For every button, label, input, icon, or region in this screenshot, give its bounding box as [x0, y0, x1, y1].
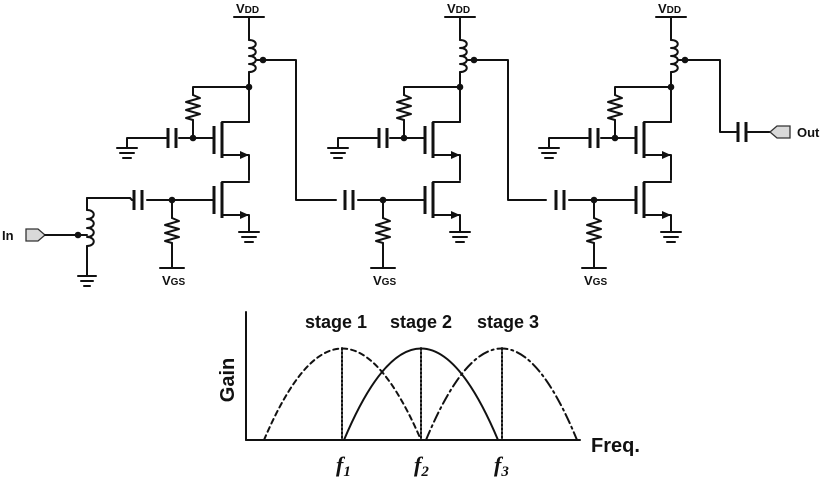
gate-bias-resistor-icon [164, 217, 180, 244]
drain-inductor-icon [670, 39, 679, 73]
vdd-label: VDD [236, 1, 259, 16]
freq-axis-label: Freq. [591, 435, 640, 457]
vgs-label: VGS [373, 273, 396, 288]
f2-label: f2 [414, 452, 429, 477]
stage-3-label: stage 3 [477, 312, 539, 332]
f1-label: f1 [336, 452, 351, 477]
frequency-response-plot: Gain Freq. stage 1 stage 2 stage 3 f1 f2… [217, 311, 640, 477]
input-port-icon [25, 228, 46, 242]
gate-bias-resistor-icon [375, 217, 391, 244]
f3-label: f3 [494, 452, 509, 477]
vgs-label: VGS [584, 273, 607, 288]
vdd-label: VDD [658, 1, 681, 16]
output-port-icon [769, 125, 791, 139]
link-stage2-stage3 [473, 59, 547, 201]
amplifier-stages: VDD VGS VDD VGS VDD VGS [116, 1, 689, 288]
stage-3-circuit: VDD VGS [538, 1, 689, 288]
gain-axis-label: Gain [217, 358, 239, 402]
vgs-label: VGS [162, 273, 185, 288]
vdd-label: VDD [447, 1, 470, 16]
output-label: Out [797, 125, 820, 140]
drain-inductor-icon [459, 39, 468, 73]
link-stage1-stage2 [262, 59, 337, 201]
gate-bias-resistor-icon [586, 217, 602, 244]
stage-2-label: stage 2 [390, 312, 452, 332]
input-label: In [2, 228, 14, 243]
bias-resistor-icon [396, 94, 412, 121]
stage-1-label: stage 1 [305, 312, 367, 332]
input-network: In [2, 197, 131, 287]
drain-inductor-icon [248, 39, 257, 73]
output-network: Out [685, 59, 820, 142]
bias-resistor-icon [607, 94, 623, 121]
stage-1-circuit: VDD VGS [116, 1, 267, 288]
input-inductor-icon [86, 209, 95, 247]
stage-2-circuit: VDD VGS [327, 1, 478, 288]
input-ground-icon [77, 261, 97, 287]
bias-resistor-icon [185, 94, 201, 121]
